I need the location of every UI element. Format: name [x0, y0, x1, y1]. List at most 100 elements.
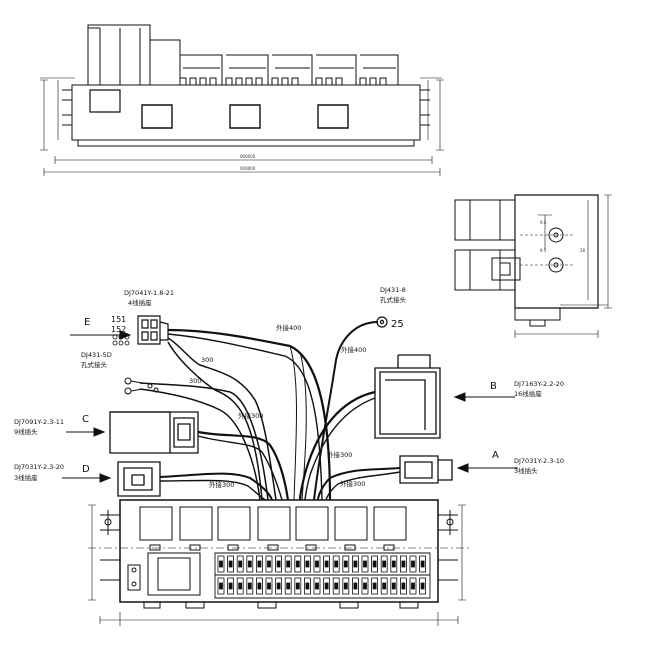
wire-label-300f: 外接300 [340, 479, 365, 488]
fuse-slot [275, 577, 283, 595]
fuse-slot [380, 577, 388, 595]
dj431-8-desc: 孔式接头 [380, 295, 407, 304]
connector-a-3pin [399, 455, 453, 484]
fuse-slot [390, 555, 398, 573]
fuse-slot [303, 555, 311, 573]
fuse-blade [257, 582, 262, 590]
wire-label-400b: 外接400 [341, 345, 366, 354]
fuse-slot [399, 577, 407, 595]
fuse-slot [265, 577, 273, 595]
fuse-blade [324, 582, 329, 590]
fuse-slot [351, 555, 359, 573]
fuse-blade [382, 560, 387, 568]
fuse-blade [363, 582, 367, 590]
pin-152: 152 [111, 325, 126, 334]
fuse-blade [228, 582, 233, 590]
fuse-blade [372, 582, 377, 590]
fuse-blade [334, 582, 339, 590]
svg-text:9.5: 9.5 [540, 220, 547, 225]
fuse-blade [363, 560, 367, 568]
fuse-slot [294, 555, 302, 573]
fuse-slot [284, 555, 292, 573]
letter-e: E [84, 317, 90, 328]
fuse-slot [323, 577, 331, 595]
fuse-slot [255, 577, 263, 595]
fuse-blade [295, 560, 300, 568]
fuse-slot [217, 577, 225, 595]
fuse-blade [219, 582, 223, 590]
fuse-slot [227, 555, 235, 573]
dj431-8-part: DJ431-8 [380, 286, 406, 294]
fuse-blade [228, 560, 233, 568]
svg-text:28: 28 [580, 248, 586, 253]
fuse-slot [323, 555, 331, 573]
fuse-slot [265, 555, 273, 573]
fuse-slot [236, 555, 244, 573]
fuse-slot [313, 555, 321, 573]
fuse-blade [238, 560, 243, 568]
wire-label-300c: 外接300 [238, 411, 263, 420]
dj7031-3d-part: DJ7031Y-2.3-20 [14, 463, 64, 471]
fuse-blade [276, 582, 281, 590]
fuse-slot [227, 577, 235, 595]
fuse-blade [411, 582, 415, 590]
fuse-blade [286, 560, 291, 568]
labels: E C D B A DJ7041Y-1.8-21 4线插座 151 152 DJ… [14, 286, 564, 489]
fuse-slot [399, 555, 407, 573]
fuse-blade [267, 582, 271, 590]
fuse-blade [420, 560, 425, 568]
pin-151: 151 [111, 315, 126, 324]
fuse-blade [411, 560, 415, 568]
fuse-blade [267, 560, 271, 568]
pin-circles [112, 334, 130, 346]
fuse-blade [343, 582, 348, 590]
ring-terminals-5d [124, 377, 159, 395]
fuse-blade [238, 582, 243, 590]
fuse-blade [401, 560, 406, 568]
wire-label-400a: 外接400 [276, 323, 301, 332]
fuse-blade [391, 560, 396, 568]
fuse-slot [371, 555, 379, 573]
connector-b-16pin [374, 354, 441, 439]
fuse-blade [343, 560, 348, 568]
fuse-slot [294, 577, 302, 595]
dj431-5d-desc: 孔式接头 [81, 360, 108, 369]
fuse-blade [257, 560, 262, 568]
fuse-blade [305, 560, 310, 568]
wire-label-300d: 外接300 [327, 450, 352, 459]
fuse-slot [409, 555, 417, 573]
wire-label-300a: 300 [201, 356, 213, 364]
fuse-slot [380, 555, 388, 573]
fuse-slot [246, 555, 254, 573]
fuse-slot [255, 555, 263, 573]
fuse-slot [351, 577, 359, 595]
dj7041-part: DJ7041Y-1.8-21 [124, 289, 174, 297]
fuse-blade [315, 582, 319, 590]
svg-text:000000: 000000 [240, 154, 256, 159]
fuse-slot [303, 577, 311, 595]
fuse-blade [247, 560, 252, 568]
fuse-slot [419, 555, 427, 573]
fuse-blade [305, 582, 310, 590]
letter-b: B [490, 381, 497, 392]
fuse-slot [419, 577, 427, 595]
fuse-slot [236, 577, 244, 595]
fuse-slot [390, 577, 398, 595]
svg-text:9.5: 9.5 [540, 248, 547, 253]
letter-d: D [82, 464, 90, 475]
fuse-blade [391, 582, 396, 590]
svg-text:000000: 000000 [240, 166, 256, 171]
connector-e-4pin [137, 315, 169, 345]
fuse-blade [353, 560, 358, 568]
dj7091-desc: 9线插头 [14, 427, 38, 436]
dj7031-3d-desc: 3线插座 [14, 473, 38, 482]
dj7031-10-part: DJ7031Y-2.3-10 [514, 457, 564, 465]
letter-c: C [82, 414, 89, 425]
dj7091-part: DJ7091Y-2.3-11 [14, 418, 64, 426]
fuse-slot [332, 555, 340, 573]
fuse-slot [342, 577, 350, 595]
fuse-blade [372, 560, 377, 568]
fuse-slot [284, 577, 292, 595]
dj7163-part: DJ7163Y-2.2-20 [514, 380, 564, 388]
fuse-slot [246, 577, 254, 595]
